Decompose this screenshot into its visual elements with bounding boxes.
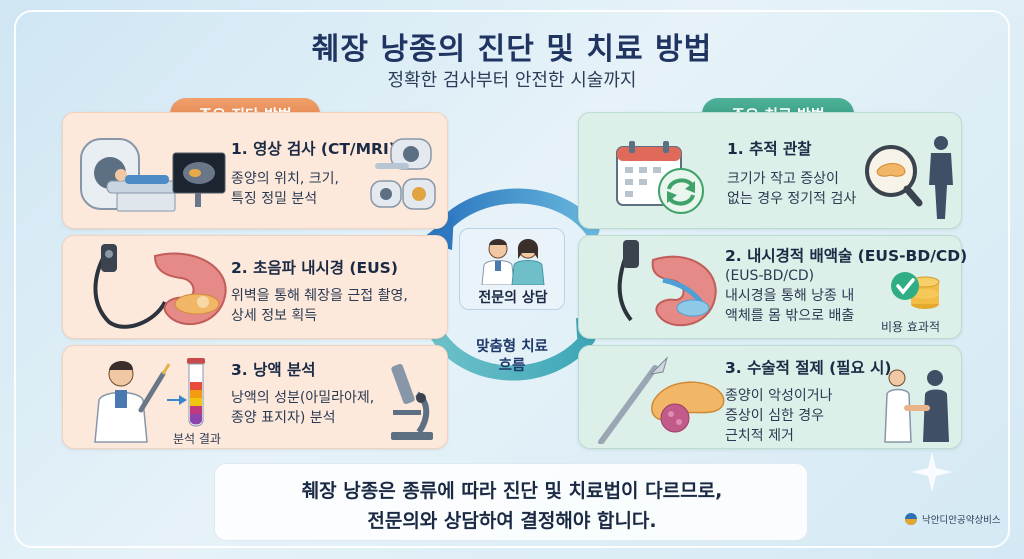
ct-scanner-icon xyxy=(80,138,226,212)
treatment-1-title: 1. 추적 관찰 xyxy=(727,140,812,158)
custom-treatment-flow-label: 맞춤형 치료 흐름 xyxy=(462,338,562,376)
flow-line-1: 맞춤형 치료 xyxy=(476,339,548,355)
treatment-3-line-1: 종양이 악성이거나 xyxy=(725,388,833,404)
specialist-consultation-box: 전문의 상담 xyxy=(459,228,565,310)
endoscopic-drainage-icon xyxy=(617,240,717,327)
treatment-card-observation: 1. 추적 관찰 크기가 작고 증상이 없는 경우 정기적 검사 xyxy=(578,112,962,229)
summary-line-1: 췌장 낭종은 종류에 따라 진단 및 치료법이 다르므로, xyxy=(301,480,723,502)
page-title: 췌장 낭종의 진단 및 치료 방법 xyxy=(311,32,713,67)
analysis-result-label: 분석 결과 xyxy=(173,432,221,446)
diagnosis-2-line-2: 상세 정보 획득 xyxy=(231,308,318,324)
cost-effective-label: 비용 효과적 xyxy=(881,320,941,334)
outer-frame xyxy=(14,10,1010,548)
logo-text: 낙안디안공약상비스 xyxy=(922,515,1001,526)
test-tube-icon xyxy=(187,358,205,427)
microscope-icon xyxy=(391,363,433,440)
org-logo: 낙안디안공약상비스 xyxy=(904,512,1001,526)
calendar-refresh-icon xyxy=(616,141,704,214)
sparkle-icon xyxy=(912,452,952,492)
logo-icon xyxy=(905,513,917,525)
treatment-2-line-3: 액체를 몸 밖으로 배출 xyxy=(725,308,855,324)
treatment-3-title: 3. 수술적 절제 (필요 시) xyxy=(725,359,892,377)
endoscope-stomach-icon xyxy=(93,244,227,329)
treatment-3-line-3: 근치적 제거 xyxy=(725,428,794,444)
treatment-2-line-1: (EUS-BD/CD) xyxy=(725,268,815,284)
magnifier-body-icon xyxy=(865,136,953,219)
diagnosis-1-line-1: 종양의 위치, 크기, xyxy=(231,171,339,187)
treatment-2-title: 2. 내시경적 배액술 (EUS-BD/CD) xyxy=(725,247,968,265)
flow-line-2: 흐름 xyxy=(498,358,526,374)
page-subtitle: 정확한 검사부터 안전한 시술까지 xyxy=(387,70,637,91)
specialist-consultation-label: 전문의 상담 xyxy=(478,290,548,306)
diagnosis-3-line-1: 낭액의 성분(아밀라아제, xyxy=(231,390,375,406)
diagnosis-2-line-1: 위벽을 통해 췌장을 근접 촬영, xyxy=(231,288,408,304)
treatment-1-line-2: 없는 경우 정기적 검사 xyxy=(727,191,857,207)
treatment-2-line-2: 내시경을 통해 낭종 내 xyxy=(725,288,855,304)
doctor-syringe-icon xyxy=(94,361,171,443)
treatment-3-line-2: 증상이 심한 경우 xyxy=(725,408,825,424)
treatment-card-drainage: 2. 내시경적 배액술 (EUS-BD/CD) (EUS-BD/CD) 내시경을… xyxy=(578,235,967,339)
treatment-card-surgery: 3. 수술적 절제 (필요 시) 종양이 악성이거나 증상이 심한 경우 근치적… xyxy=(578,345,962,449)
treatment-1-line-1: 크기가 작고 증상이 xyxy=(727,171,839,187)
diagnosis-card-fluid: 분석 결과 3. 낭액 분석 낭액의 성분(아밀라아제, 종양 표지자) 분석 xyxy=(62,345,448,449)
doctors-icon xyxy=(481,239,545,285)
diagnosis-3-title: 3. 낭액 분석 xyxy=(231,361,316,379)
scalpel-pancreas-icon xyxy=(598,356,725,444)
diagnosis-1-line-2: 특징 정밀 분석 xyxy=(231,191,318,207)
coins-checkmark-icon xyxy=(891,272,940,309)
summary-box: 췌장 낭종은 종류에 따라 진단 및 치료법이 다르므로, 전문의와 상담하여 … xyxy=(214,463,808,541)
diagnosis-card-eus: 2. 초음파 내시경 (EUS) 위벽을 통해 췌장을 근접 촬영, 상세 정보… xyxy=(62,235,448,339)
arrow-right-icon xyxy=(167,395,187,405)
doctor-handshake-icon xyxy=(884,369,949,443)
summary-line-2: 전문의와 상담하여 결정해야 합니다. xyxy=(367,510,657,532)
diagnosis-1-title: 1. 영상 검사 (CT/MRI) xyxy=(231,140,396,158)
diagnosis-3-line-2: 종양 표지자) 분석 xyxy=(231,410,336,426)
diagnosis-card-imaging: 1. 영상 검사 (CT/MRI) 종양의 위치, 크기, 특징 정밀 분석 xyxy=(62,112,448,229)
mri-machines-icon xyxy=(370,138,436,210)
diagnosis-2-title: 2. 초음파 내시경 (EUS) xyxy=(231,259,398,277)
